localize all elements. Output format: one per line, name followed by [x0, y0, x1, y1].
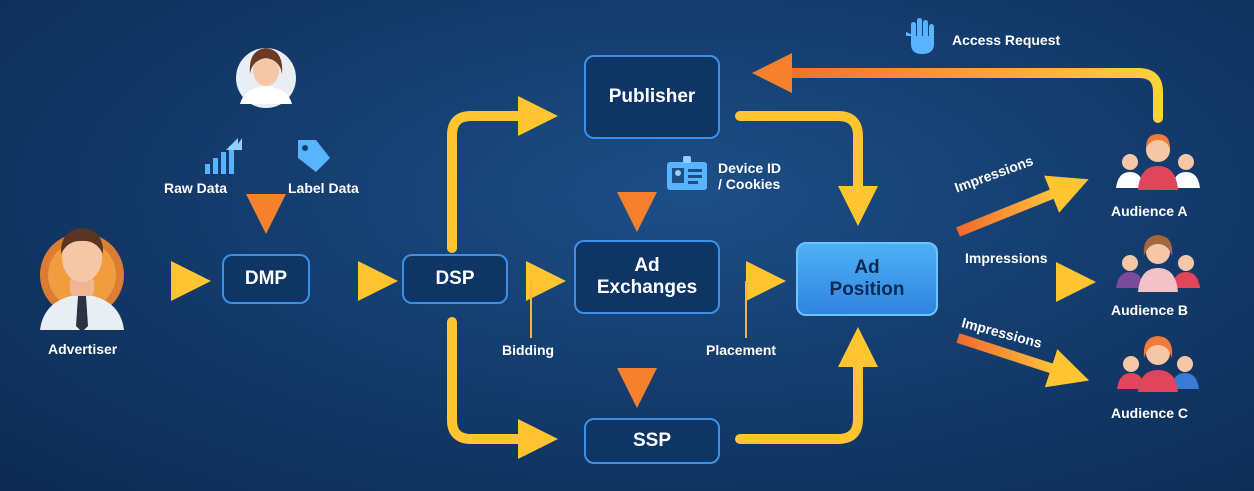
arrow-dsp-publisher [447, 96, 558, 253]
impressions-label-b: Impressions [965, 250, 1048, 266]
ssp-node: SSP [584, 418, 720, 464]
device-id-label: Device ID / Cookies [718, 160, 782, 193]
ad-exchanges-node: Ad Exchanges [574, 240, 720, 314]
audience-c-icon [1117, 336, 1199, 392]
audience-c-label: Audience C [1111, 405, 1189, 421]
hand-icon [906, 18, 934, 54]
arrow-impressions-c [956, 333, 1090, 388]
advertiser-avatar-icon [40, 228, 124, 332]
access-request-label: Access Request [952, 32, 1061, 48]
id-card-icon [667, 156, 707, 190]
audience-a-label: Audience A [1111, 203, 1188, 219]
arrow-impressions-a [956, 175, 1089, 237]
arrow-access-request [752, 53, 1163, 123]
dsp-node: DSP [402, 254, 508, 304]
arrow-dsp-ssp [447, 317, 558, 459]
arrow-publisher-adposition [735, 111, 878, 226]
audience-b-label: Audience B [1111, 302, 1189, 318]
tag-icon [298, 140, 330, 172]
advertiser-label: Advertiser [48, 341, 118, 357]
raw-data-label: Raw Data [164, 180, 228, 196]
analyst-avatar-icon [236, 48, 296, 108]
audience-a-icon [1116, 134, 1200, 190]
placement-label: Placement [706, 342, 777, 358]
arrow-ssp-adposition [735, 327, 878, 444]
publisher-node: Publisher [584, 55, 720, 139]
ad-position-node: Ad Position [796, 242, 938, 316]
dmp-node: DMP [222, 254, 310, 304]
audience-b-icon [1116, 235, 1200, 292]
bidding-label: Bidding [502, 342, 555, 358]
bar-chart-icon [205, 138, 242, 174]
label-data-label: Label Data [288, 180, 359, 196]
